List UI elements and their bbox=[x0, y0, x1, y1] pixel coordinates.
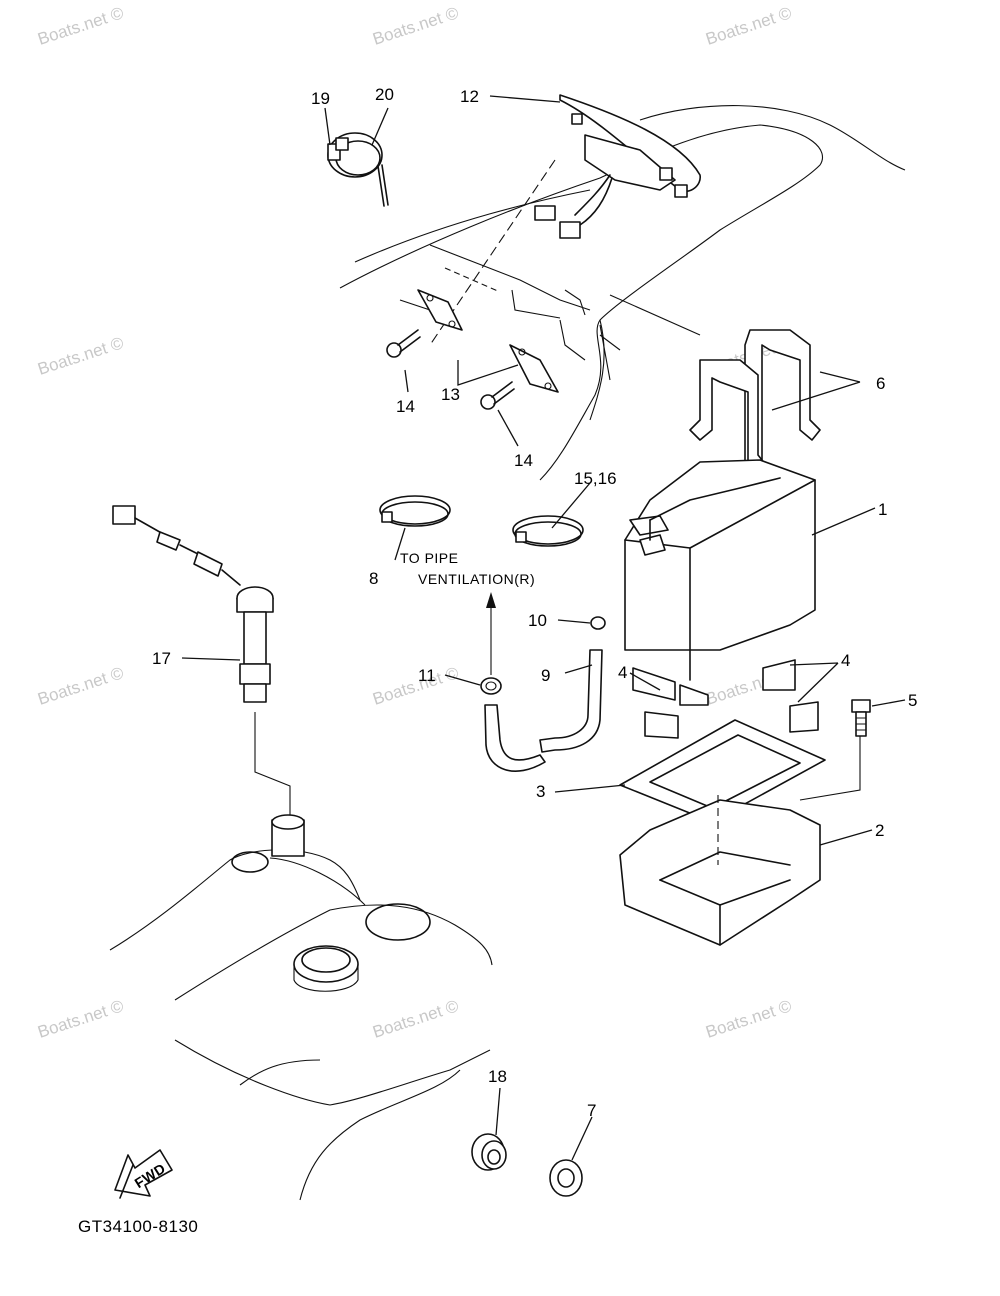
watermark: Boats.net © bbox=[370, 663, 461, 709]
watermark: Boats.net © bbox=[35, 333, 126, 379]
watermark: Boats.net © bbox=[35, 663, 126, 709]
screws-part-14 bbox=[386, 329, 515, 410]
callout-13: 13 bbox=[441, 385, 460, 404]
forward-arrow-icon: FWD bbox=[114, 1149, 173, 1199]
ventilation-arrow bbox=[486, 592, 496, 675]
clamp-band-parts-19-20 bbox=[327, 132, 389, 207]
note-line-1: TO PIPE bbox=[400, 550, 458, 566]
callout-5: 5 bbox=[908, 691, 917, 710]
bolt-part-5 bbox=[851, 699, 871, 737]
hose-clamp-part-15-16 bbox=[512, 515, 584, 547]
battery-part-1 bbox=[624, 459, 816, 681]
watermark: Boats.net © bbox=[35, 3, 126, 49]
callout-14: 14 bbox=[396, 397, 415, 416]
watermark: Boats.net © bbox=[35, 996, 126, 1042]
hull-outline-bottom bbox=[109, 814, 493, 1201]
sensor-lead-part-17 bbox=[112, 505, 291, 818]
ventilation-note: TO PIPE VENTILATION(R) bbox=[400, 550, 535, 587]
hull-outline-top bbox=[339, 105, 906, 481]
grommet-part-7 bbox=[549, 1159, 583, 1197]
note-line-2: VENTILATION(R) bbox=[418, 571, 535, 587]
battery-straps-part-6 bbox=[689, 329, 821, 481]
callout-6: 6 bbox=[876, 374, 885, 393]
watermark: Boats.net © bbox=[370, 996, 461, 1042]
hose-clip-part-11 bbox=[480, 677, 502, 695]
callout-7: 7 bbox=[587, 1101, 596, 1120]
callout-15-16: 15,16 bbox=[574, 469, 617, 488]
diagram-code: GT34100-8130 bbox=[78, 1217, 198, 1236]
watermark: Boats.net © bbox=[703, 3, 794, 49]
leader-lines bbox=[181, 95, 906, 1161]
callout-2: 2 bbox=[875, 821, 884, 840]
callout-4: 4 bbox=[841, 651, 850, 670]
callout-3: 3 bbox=[536, 782, 545, 801]
hose-clamp-part-8 bbox=[379, 495, 451, 527]
grommet-part-18 bbox=[471, 1133, 507, 1171]
callout-1: 1 bbox=[878, 500, 887, 519]
gasket-plate-part-3 bbox=[619, 719, 826, 823]
callout-12: 12 bbox=[460, 87, 479, 106]
watermark: Boats.net © bbox=[703, 996, 794, 1042]
callout-11: 11 bbox=[418, 666, 436, 685]
pads-part-4 bbox=[632, 659, 819, 739]
vent-hose-part-9 bbox=[484, 649, 603, 772]
battery-box-part-2 bbox=[619, 730, 861, 946]
callout-8: 8 bbox=[369, 569, 378, 588]
callout-17: 17 bbox=[152, 649, 171, 668]
callout-10: 10 bbox=[528, 611, 547, 630]
vent-fitting-part-10 bbox=[590, 616, 606, 630]
callout-labels: 1 2 3 4 4 5 6 7 8 9 10 11 12 13 14 14 15… bbox=[152, 85, 917, 1120]
watermark: Boats.net © bbox=[370, 3, 461, 49]
callout-19: 19 bbox=[311, 89, 330, 108]
callout-20: 20 bbox=[375, 85, 394, 104]
callout-14: 14 bbox=[514, 451, 533, 470]
meter-unit-part-12 bbox=[429, 94, 701, 346]
callout-9: 9 bbox=[541, 666, 550, 685]
callout-4: 4 bbox=[618, 663, 627, 682]
callout-18: 18 bbox=[488, 1067, 507, 1086]
brackets-part-13 bbox=[417, 289, 559, 393]
